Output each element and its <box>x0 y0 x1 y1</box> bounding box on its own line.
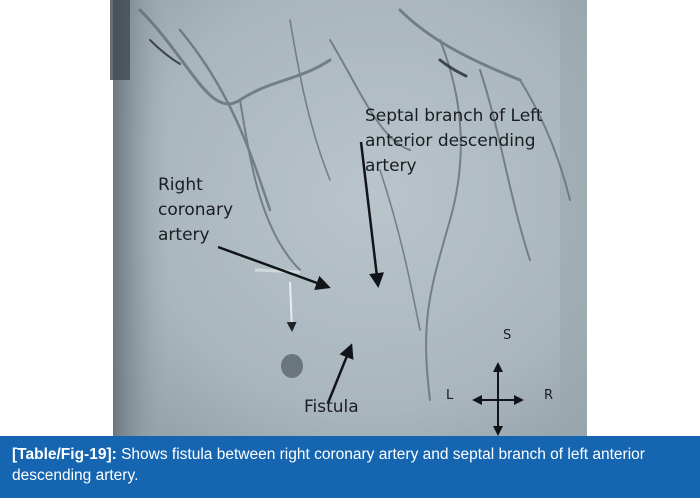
orientation-superior: S <box>503 328 512 343</box>
arrow-fistula <box>326 343 354 404</box>
angiogram-photo <box>110 0 587 436</box>
annotation-arrows <box>217 141 385 404</box>
angiogram-image: Right coronary artery Septal branch of L… <box>110 0 587 436</box>
caption-reference: [Table/Fig-19]: <box>12 446 117 463</box>
label-right-coronary-artery: Right coronary artery <box>158 175 234 245</box>
orientation-right: R <box>544 388 554 403</box>
orientation-left: L <box>446 388 454 403</box>
label-septal-branch: Septal branch of Left anterior descendin… <box>365 106 543 176</box>
caption-text: Shows fistula between right coronary art… <box>12 446 645 484</box>
orientation-cross <box>472 362 524 436</box>
arrow-rca <box>217 245 331 290</box>
arrow-septal <box>359 141 385 288</box>
figure-caption: [Table/Fig-19]: Shows fistula between ri… <box>0 436 700 498</box>
label-fistula: Fistula <box>304 397 359 417</box>
